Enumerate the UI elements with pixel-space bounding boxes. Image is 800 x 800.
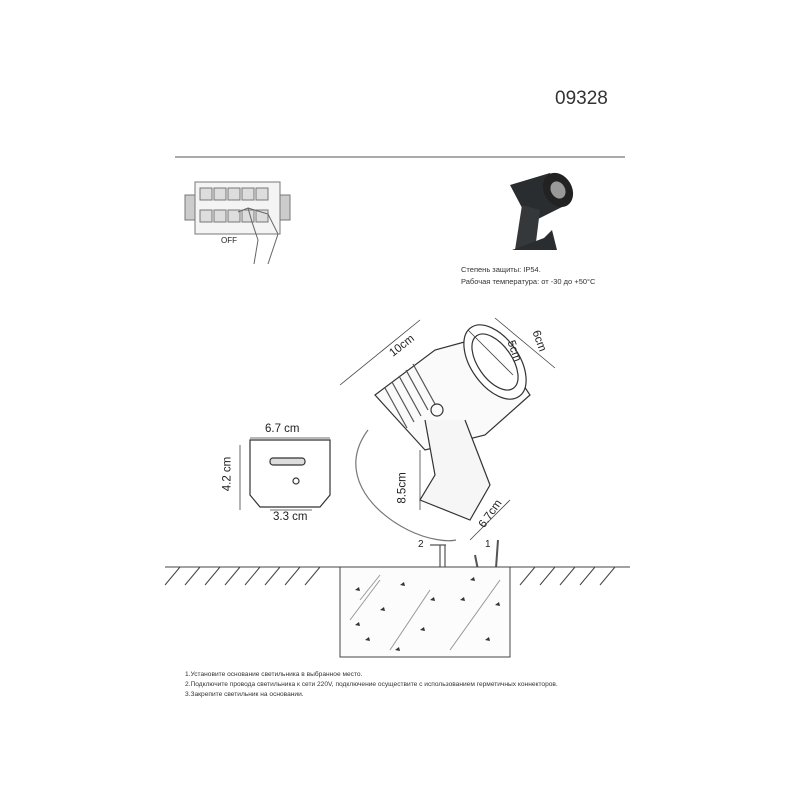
circuit-breaker-illustration <box>184 181 291 265</box>
callout-anchor: 1 <box>485 539 491 550</box>
dim-plate-width: 6.7 cm <box>265 423 300 435</box>
dim-plate-hole: 3.3 cm <box>273 511 308 523</box>
instruction-step-2: 2.Подключите провода светильника к сети … <box>185 681 558 688</box>
callout-connector: 2 <box>418 539 424 550</box>
dim-height: 8.5cm <box>396 472 409 504</box>
dim-plate-height: 4.2 cm <box>221 456 234 492</box>
instruction-step-3: 3.Закрепите светильник на основании. <box>185 691 304 698</box>
spotlight-dimension-drawing <box>239 317 556 616</box>
spec-protection: Степень защиты: IP54. <box>461 265 541 274</box>
spec-temperature: Рабочая температура: от -30 до +50°C <box>461 277 596 286</box>
instruction-step-1: 1.Установите основание светильника в выб… <box>185 671 363 678</box>
switch-off-label: OFF <box>221 236 237 245</box>
lamp-product-photo <box>510 172 574 250</box>
ground-section <box>164 566 630 658</box>
product-code: 09328 <box>555 88 608 109</box>
